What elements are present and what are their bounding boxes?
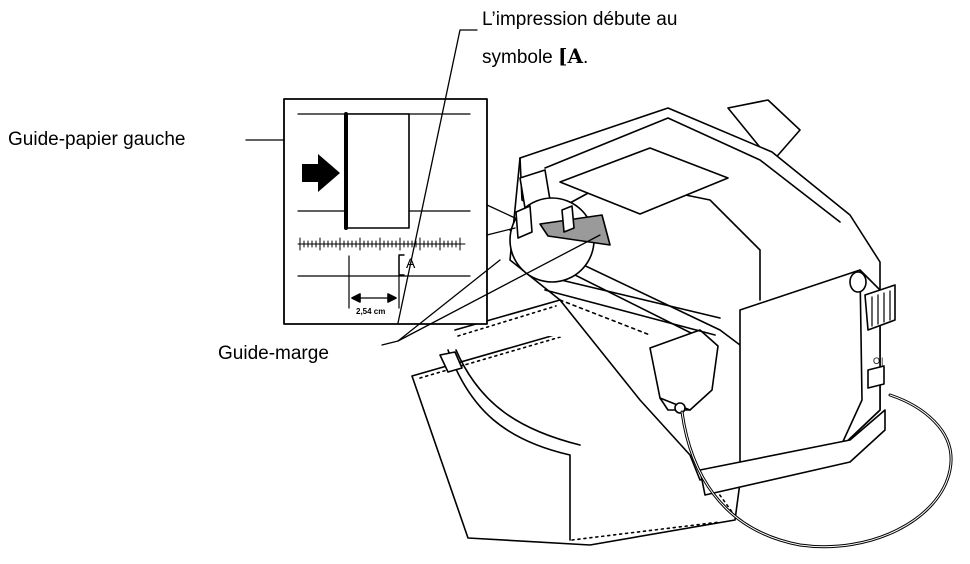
printer-body: O | [509,99,953,549]
label-print-start-text: symbole [482,47,559,68]
inset-letter: A [406,255,416,271]
label-print-start-line2: symbole [A. [482,44,588,70]
arrow-right-small-icon [387,293,397,303]
label-print-start-line1: L’impression débute au [482,9,678,30]
label-left-paper-guide: Guide-papier gauche [8,129,186,150]
label-margin-guide: Guide-marge [218,343,329,364]
label-print-start-period: . [583,47,589,68]
svg-text:|: | [881,356,883,366]
svg-text:O: O [873,356,880,366]
inset-panel [283,98,488,325]
print-start-symbol: [A [558,44,584,68]
leader-lines [245,29,601,346]
magnified-area [509,197,611,283]
inset-measurement: 2,54 cm [356,307,386,316]
arrow-right-icon [302,154,340,192]
scale-ruler [297,237,466,251]
arrow-left-icon [351,293,361,303]
